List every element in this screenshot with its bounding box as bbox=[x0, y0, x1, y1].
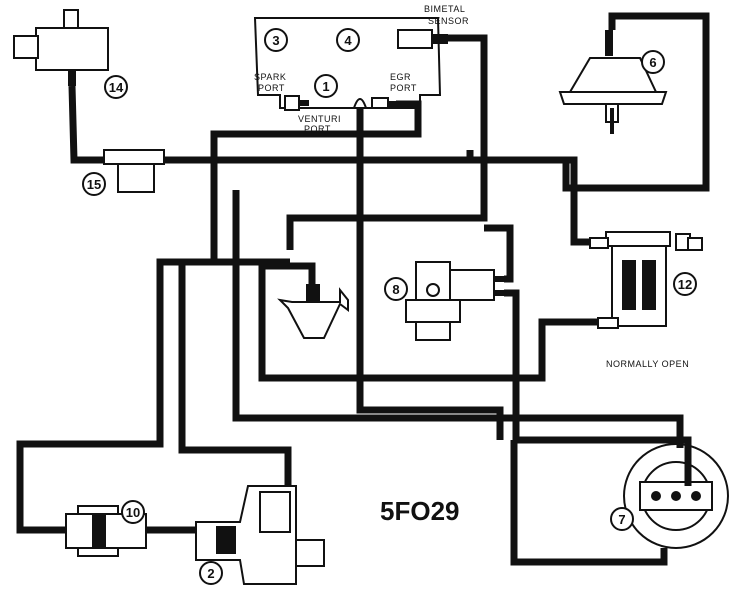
callout-4: 4 bbox=[336, 28, 360, 52]
distributor-vacuum-unit bbox=[277, 284, 349, 339]
venturi-port-label-1: VENTURI bbox=[298, 114, 341, 124]
component-7 bbox=[623, 443, 729, 549]
svg-text:1: 1 bbox=[322, 79, 329, 94]
callout-7: 7 bbox=[610, 507, 634, 531]
component-6 bbox=[558, 30, 668, 134]
bimetal-sensor-label-2: SENSOR bbox=[428, 16, 469, 26]
component-15 bbox=[103, 149, 165, 193]
callout-1: 1 bbox=[314, 74, 338, 98]
callout-10: 10 bbox=[121, 500, 145, 524]
component-14 bbox=[13, 9, 109, 86]
callout-2: 2 bbox=[199, 561, 223, 585]
spark-port-label-2: PORT bbox=[258, 83, 285, 93]
spark-port-label-1: SPARK bbox=[254, 72, 286, 82]
egr-port-label-1: EGR bbox=[390, 72, 411, 82]
callout-14: 14 bbox=[104, 75, 128, 99]
normally-open-label: NORMALLY OPEN bbox=[606, 359, 689, 369]
carburetor bbox=[253, 17, 448, 111]
egr-port-label-2: PORT bbox=[390, 83, 417, 93]
svg-text:8: 8 bbox=[392, 282, 399, 297]
callout-8: 8 bbox=[384, 277, 408, 301]
figure-code: 5FO29 bbox=[380, 496, 460, 526]
text-labels: BIMETAL SENSOR SPARK PORT EGR PORT VENTU… bbox=[254, 4, 689, 526]
svg-text:3: 3 bbox=[272, 33, 279, 48]
callout-6: 6 bbox=[641, 50, 665, 74]
egr-port bbox=[371, 97, 389, 109]
svg-text:15: 15 bbox=[87, 177, 101, 192]
bimetal-sensor bbox=[397, 29, 433, 49]
bimetal-sensor-label-1: BIMETAL bbox=[424, 4, 465, 14]
svg-text:6: 6 bbox=[649, 55, 656, 70]
vacuum-hoses bbox=[16, 12, 710, 566]
spark-port bbox=[284, 95, 300, 111]
callout-numbers: 1 2 3 4 6 7 8 10 12 14 15 bbox=[82, 28, 697, 585]
component-8 bbox=[405, 261, 504, 341]
callout-12: 12 bbox=[673, 272, 697, 296]
svg-text:12: 12 bbox=[678, 277, 692, 292]
component-2 bbox=[195, 485, 325, 585]
callout-15: 15 bbox=[82, 172, 106, 196]
venturi-port-label-2: PORT bbox=[304, 124, 331, 134]
component-12 bbox=[589, 231, 703, 329]
venturi-port bbox=[352, 98, 368, 109]
svg-text:2: 2 bbox=[207, 566, 214, 581]
callout-3: 3 bbox=[264, 28, 288, 52]
svg-text:10: 10 bbox=[126, 505, 140, 520]
svg-text:7: 7 bbox=[618, 512, 625, 527]
svg-text:4: 4 bbox=[344, 33, 352, 48]
svg-text:14: 14 bbox=[109, 80, 124, 95]
